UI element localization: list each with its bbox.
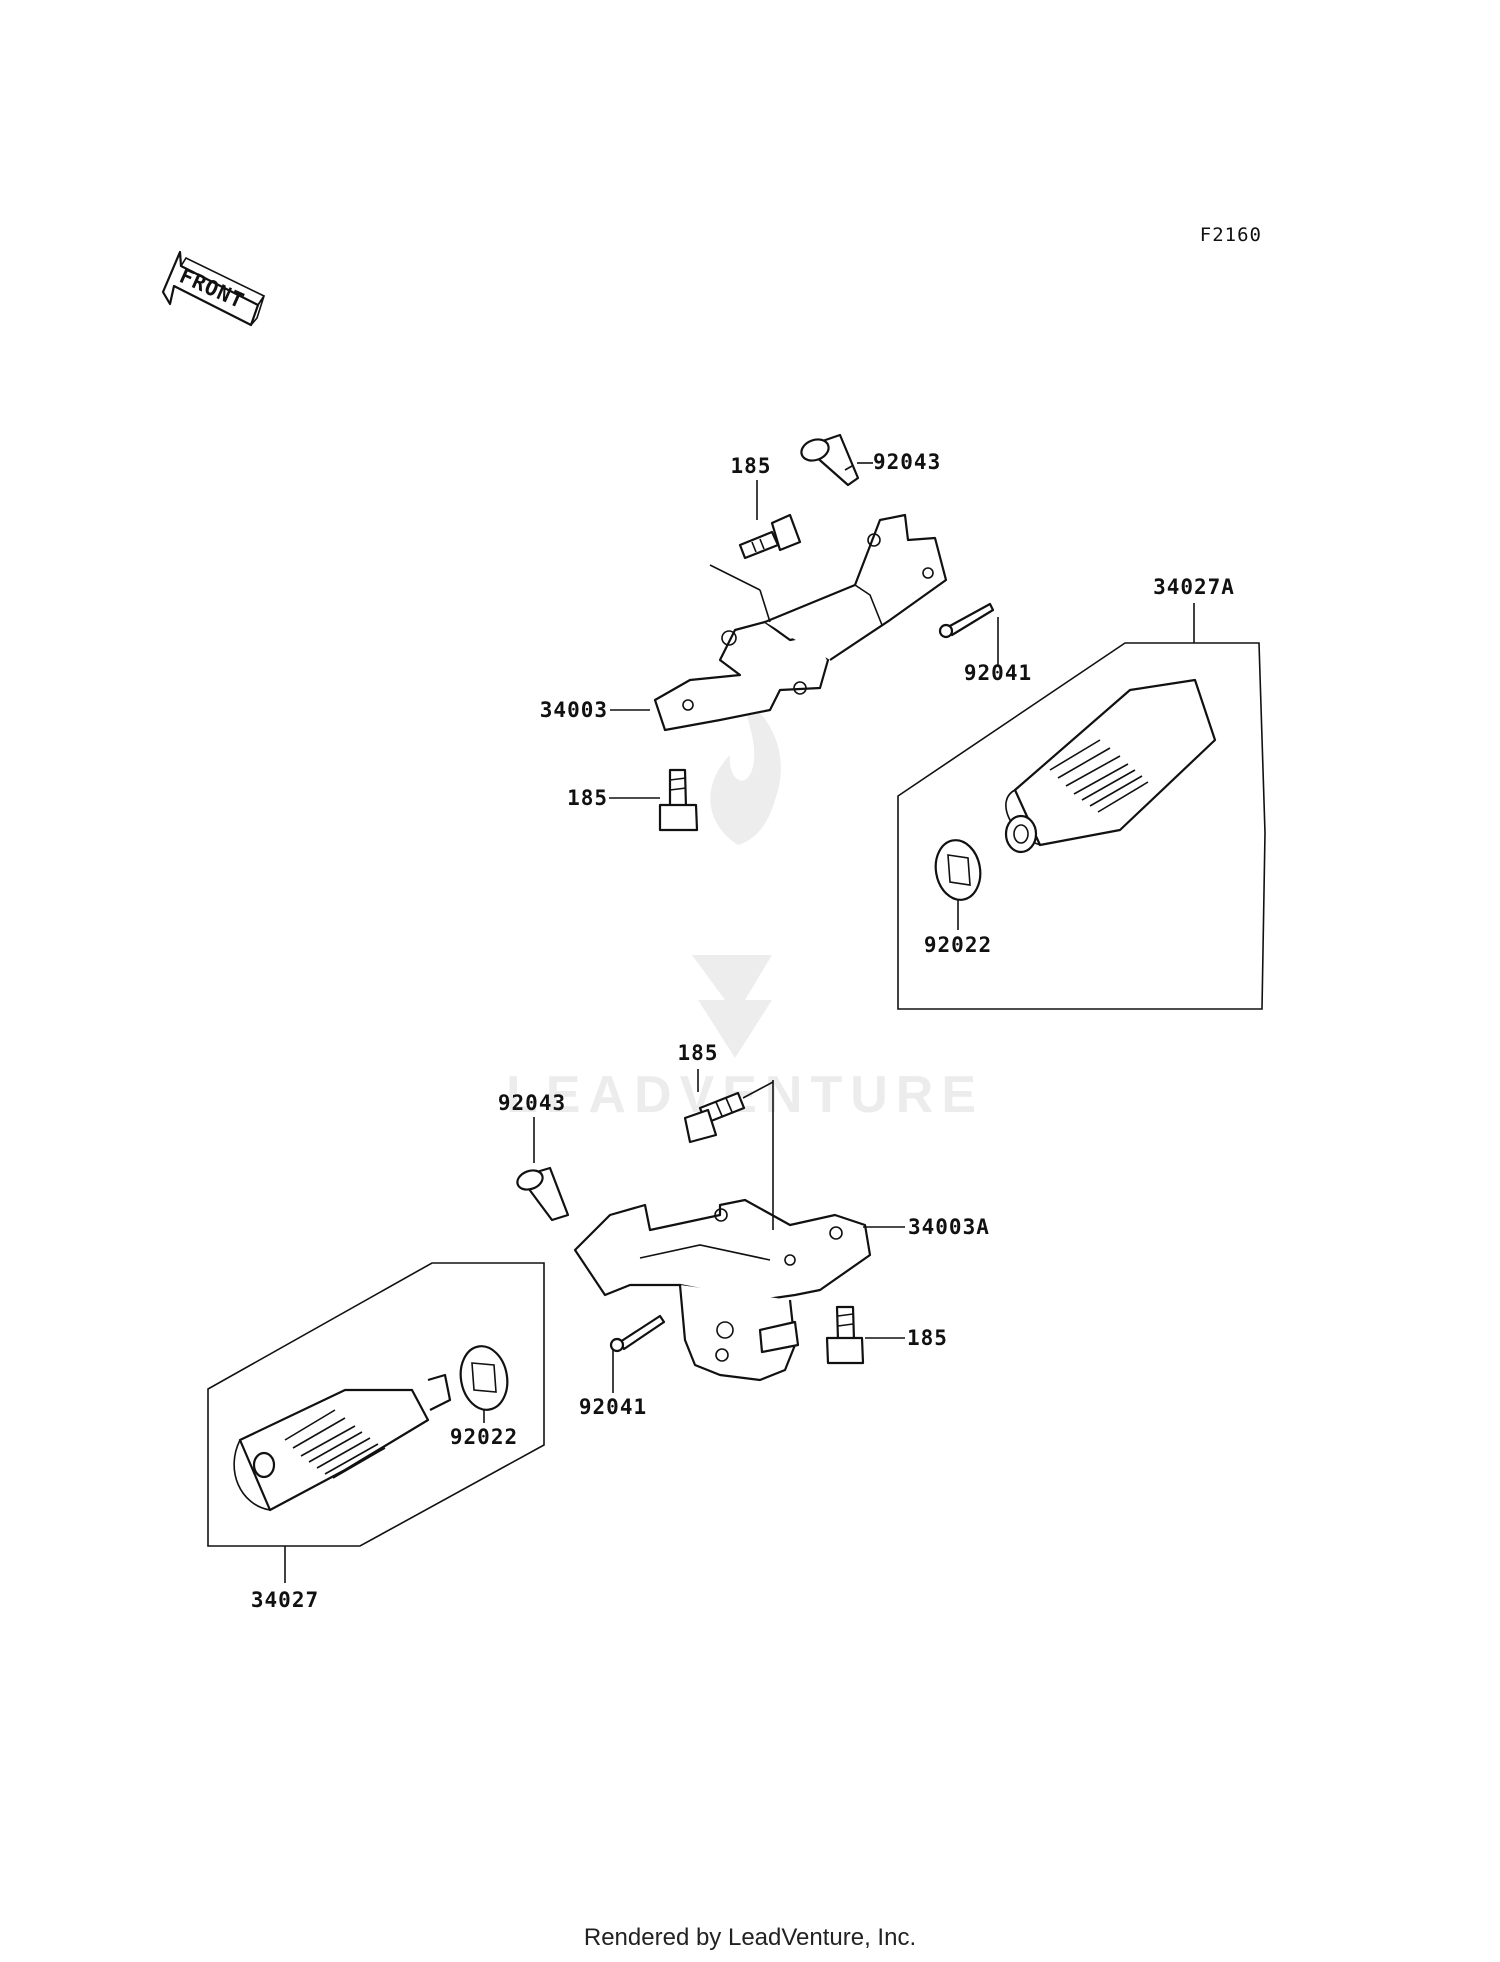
figure-number: F2160 [1200,224,1262,246]
lower-bracket [573,1080,872,1382]
lower-cotter-pin [609,1314,666,1353]
leadventure-watermark: LEADVENTURE [506,700,984,1124]
upper-pin [800,433,860,487]
upper-washer [934,839,982,901]
callout-lower-bolt-top: 185 [678,1041,719,1065]
callout-lower-bolt-right: 185 [907,1326,948,1350]
callout-lower-washer: 92022 [450,1425,518,1449]
lower-assembly [207,1080,872,1547]
upper-assembly [653,433,1266,1010]
upper-bracket [653,513,948,732]
callout-lower-cotter-pin: 92041 [579,1395,647,1419]
callout-lower-pin: 92043 [498,1091,566,1115]
callout-upper-bolt-bottom: 185 [567,786,608,810]
callout-upper-bracket: 34003 [540,698,608,722]
callout-upper-footpeg-assembly: 34027A [1153,575,1235,599]
callout-upper-washer: 92022 [924,933,992,957]
leader-lines [284,462,1195,1583]
lower-bolt-right [825,1305,865,1365]
lower-washer [459,1345,509,1411]
upper-footpeg [1004,678,1217,854]
callout-upper-bolt-top: 185 [731,454,772,478]
lower-footpeg [233,1373,452,1512]
callout-upper-pin: 92043 [873,450,941,474]
lower-pin [516,1166,570,1222]
callout-upper-cotter-pin: 92041 [964,661,1032,685]
upper-cotter-pin [938,602,995,639]
callout-lower-bracket: 34003A [908,1215,990,1239]
lower-bolt-top [683,1091,746,1144]
callout-lower-footpeg-assembly: 34027 [251,1588,319,1612]
front-arrow-icon: FRONT [161,250,266,327]
upper-bolt-top [738,513,802,560]
upper-bolt-bottom [658,768,699,832]
footer-credit: Rendered by LeadVenture, Inc. [583,1924,917,1951]
watermark-text: LEADVENTURE [506,1066,984,1124]
